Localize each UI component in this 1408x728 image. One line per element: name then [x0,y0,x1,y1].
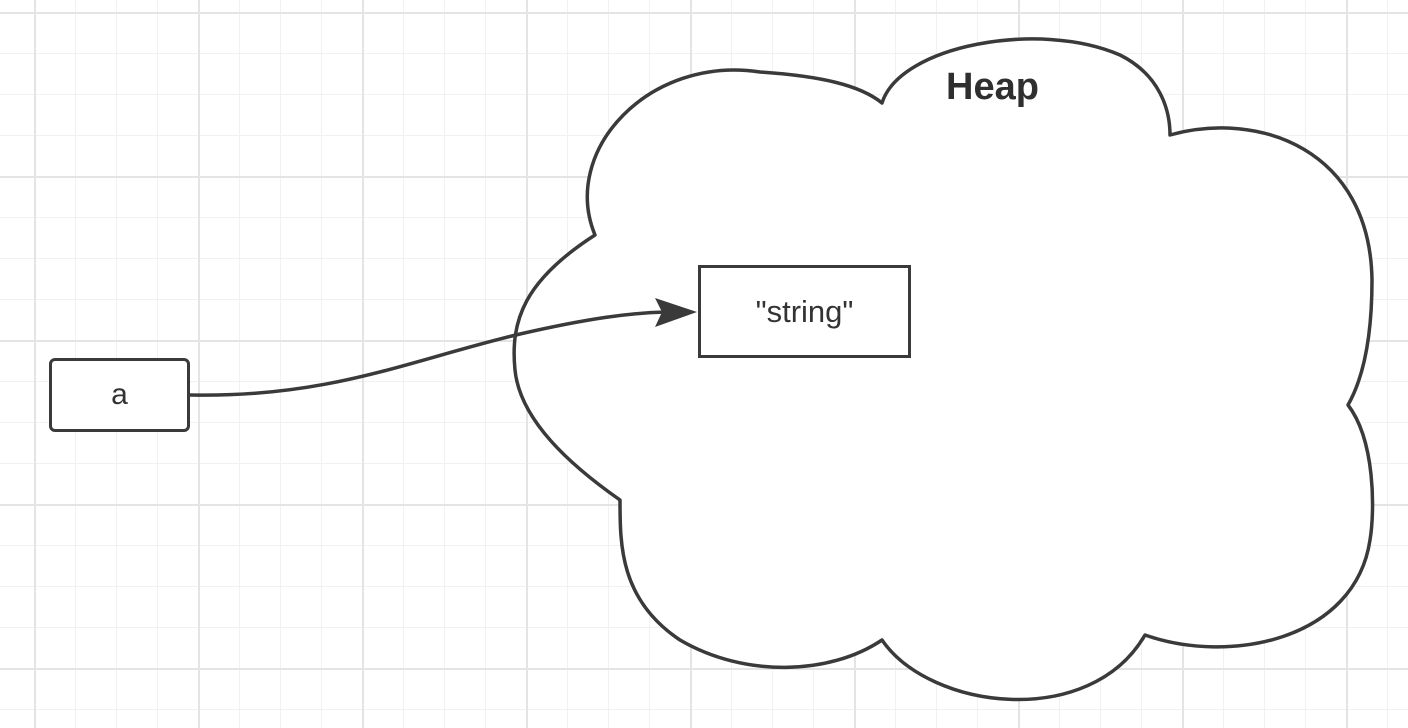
string-value-label: "string" [755,293,854,329]
heap-cloud [512,37,1375,702]
variable-node[interactable]: a [49,358,190,432]
arrowhead-icon [655,298,697,327]
string-value-node[interactable]: "string" [698,265,911,358]
reference-arrow [189,310,666,397]
variable-label: a [111,378,128,411]
heap-title: Heap [946,66,1039,108]
